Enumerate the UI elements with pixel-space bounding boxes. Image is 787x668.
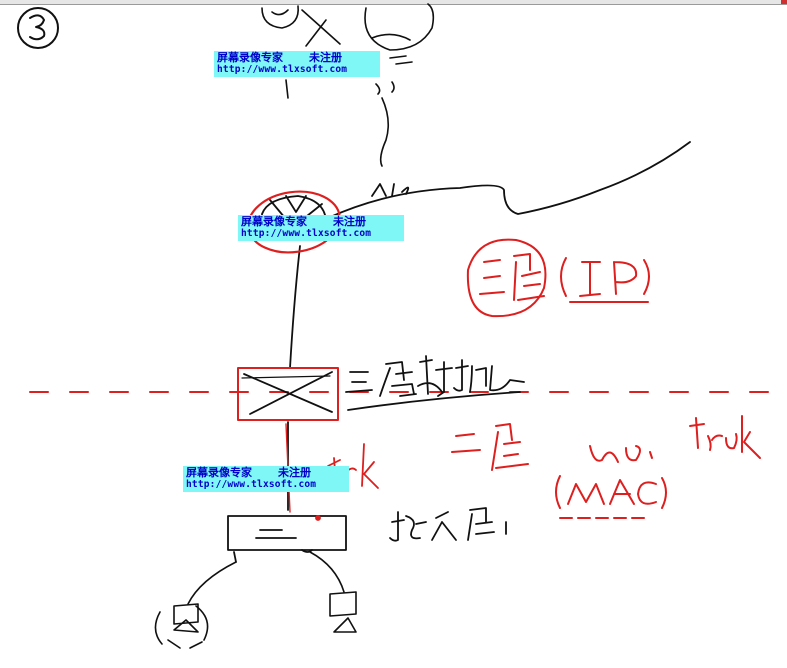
- watermark-url: http://www.tlxsoft.com: [186, 479, 317, 490]
- label-layer3-switch: [345, 355, 525, 397]
- watermark-banner: 屏幕录像专家 未注册 http://www.tlxsoft.com: [183, 466, 349, 492]
- top-router-sketch: [261, 3, 435, 167]
- watermark-url: http://www.tlxsoft.com: [241, 228, 372, 239]
- watermark-product: 屏幕录像专家: [186, 466, 252, 479]
- watermark-banner: 屏幕录像专家 未注册 http://www.tlxsoft.com: [238, 215, 404, 241]
- label-access-layer: [389, 507, 507, 542]
- annotation-layer2: [451, 415, 761, 519]
- layer3-switch-sketch: [237, 367, 521, 421]
- circled-number-3: [17, 7, 59, 49]
- watermark-product: 屏幕录像专家: [217, 51, 283, 64]
- window-top-edge: [0, 0, 787, 5]
- host-right-sketch: [309, 551, 357, 633]
- access-switch-sketch: [227, 515, 347, 563]
- watermark-url: http://www.tlxsoft.com: [217, 64, 348, 75]
- watermark-banner: 屏幕录像专家 未注册 http://www.tlxsoft.com: [214, 51, 380, 77]
- watermark-status: 未注册: [278, 466, 311, 479]
- watermark-status: 未注册: [309, 51, 342, 64]
- close-icon[interactable]: [781, 0, 787, 4]
- host-left-sketch: [154, 561, 237, 649]
- watermark-status: 未注册: [333, 215, 366, 228]
- watermark-product: 屏幕录像专家: [241, 215, 307, 228]
- annotation-layer3-ip: [466, 238, 650, 318]
